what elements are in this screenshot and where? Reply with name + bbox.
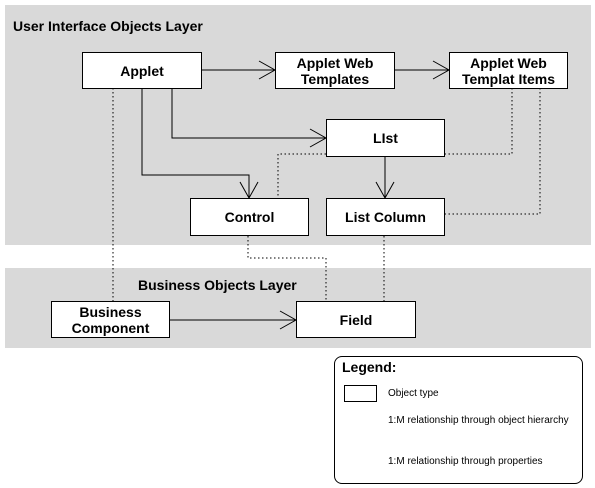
items-to-listcolumn-dotted — [445, 88, 541, 215]
business-component-box: Business Component — [51, 301, 170, 338]
legend-title: Legend: — [342, 359, 397, 375]
legend-panel: Legend: — [334, 356, 583, 484]
applet-to-control-line — [141, 88, 250, 198]
applet-web-template-items-box: Applet Web Templat Items — [449, 52, 568, 89]
ui-layer-title: User Interface Objects Layer — [13, 18, 203, 34]
applet-label: Applet — [120, 62, 164, 79]
applet-box: Applet — [82, 52, 202, 89]
items-to-control-dotted — [277, 88, 513, 198]
legend-object-type-swatch — [344, 385, 377, 402]
control-to-field-dotted — [247, 236, 327, 301]
applet-web-templates-label: Applet Web Templates — [296, 54, 374, 87]
applet-web-template-items-label: Applet Web Templat Items — [461, 54, 556, 87]
control-label: Control — [224, 209, 275, 225]
legend-properties-text: 1:M relationship through properties — [388, 456, 543, 467]
field-label: Field — [339, 311, 373, 328]
list-box: LIst — [326, 119, 445, 157]
business-component-label: Business Component — [71, 303, 150, 336]
control-box: Control — [190, 198, 309, 236]
list-column-label: List Column — [345, 209, 426, 225]
applet-web-templates-box: Applet Web Templates — [275, 52, 395, 89]
field-box: Field — [296, 301, 416, 338]
list-label: LIst — [373, 130, 398, 146]
legend-hierarchy-text: 1:M relationship through object hierarch… — [388, 415, 569, 426]
legend-object-type-text: Object type — [388, 388, 439, 399]
business-layer-title: Business Objects Layer — [138, 277, 297, 293]
applet-to-list-line — [171, 88, 326, 139]
list-column-box: List Column — [326, 198, 445, 236]
